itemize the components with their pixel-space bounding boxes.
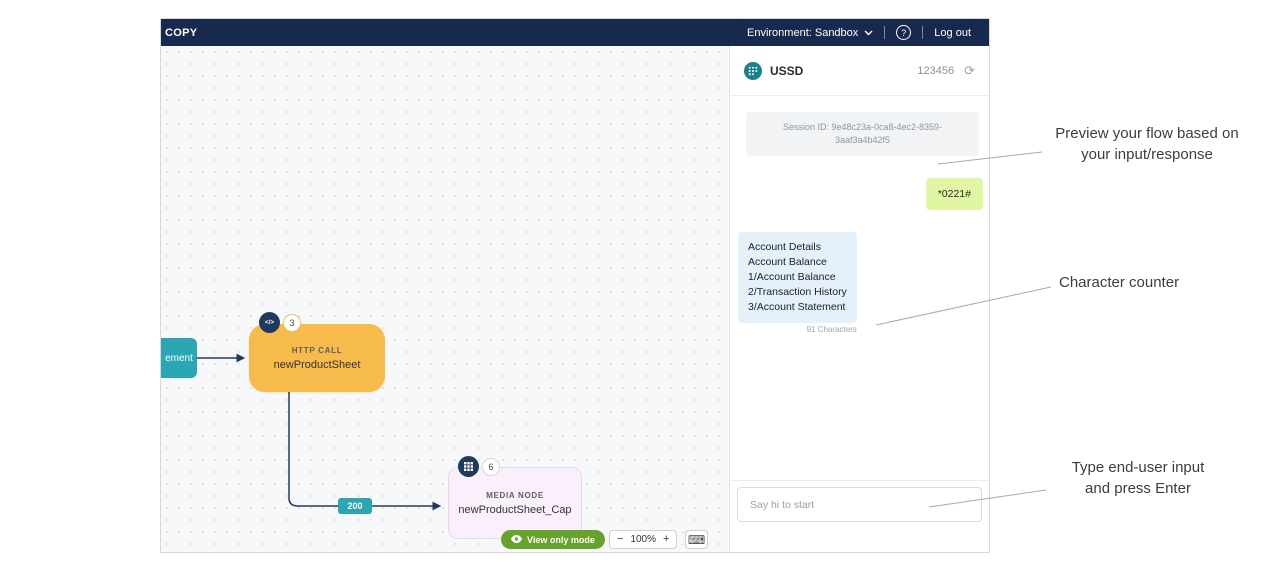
code-icon: </>	[259, 312, 280, 333]
response-line: 1/Account Balance	[748, 271, 836, 283]
annotation-input-note: Type end-user input and press Enter	[1071, 459, 1205, 497]
http-node-count: 3	[289, 318, 295, 328]
media-node-name: newProductSheet_Cap	[458, 503, 572, 516]
flow-node-http-call[interactable]: HTTP CALL newProductSheet	[249, 324, 385, 392]
annotation-preview-note: Preview your flow based on your input/re…	[1055, 125, 1239, 163]
flow-node-statement[interactable]: ement	[161, 338, 197, 378]
chat-messages: Session ID: 9e48c23a-0ca8-4ec2-8359- 3aa…	[730, 112, 989, 334]
flow-edges	[197, 353, 442, 511]
preview-panel: USSD 123456 ⟳ Session ID: 9e48c23a-0ca8-…	[729, 46, 989, 552]
topbar-right-group: Environment: Sandbox ? Log out	[747, 25, 971, 40]
media-node-count-badge: 6	[482, 458, 500, 476]
zoom-in-button[interactable]: +	[663, 533, 670, 545]
environment-selector[interactable]: Environment: Sandbox	[747, 27, 873, 39]
response-line: Account Details	[748, 241, 821, 253]
view-only-mode-label: View only mode	[527, 534, 595, 545]
chat-input-area	[730, 480, 989, 552]
annotation-character-counter-note: Character counter	[1059, 274, 1180, 291]
response-line: 2/Transaction History	[748, 286, 847, 298]
chat-input[interactable]	[737, 487, 982, 522]
flow-name-label: COPY	[165, 26, 198, 39]
app-body: ement HTTP CALL newProductSheet </> 3 ME…	[161, 46, 989, 552]
flow-edge	[288, 392, 442, 511]
chevron-down-icon	[864, 27, 873, 39]
preview-panel-title: USSD	[770, 63, 804, 78]
refresh-icon: ⟳	[964, 63, 975, 78]
http-node-type-label: HTTP CALL	[291, 345, 343, 355]
flow-canvas[interactable]: ement HTTP CALL newProductSheet </> 3 ME…	[161, 46, 729, 552]
session-id-line1: Session ID: 9e48c23a-0ca8-4ec2-8359-	[782, 122, 943, 132]
refresh-button[interactable]: ⟳	[964, 64, 975, 77]
session-id-box: Session ID: 9e48c23a-0ca8-4ec2-8359- 3aa…	[746, 112, 979, 156]
session-id-line2: 3aaf3a4b42f5	[834, 135, 891, 145]
logout-button[interactable]: Log out	[934, 26, 971, 39]
app-window: COPY Environment: Sandbox ? Log out	[160, 18, 990, 553]
response-message-bubble: Account Details Account Balance 1/Accoun…	[738, 232, 857, 323]
topbar-divider	[922, 26, 924, 39]
media-node-type-label: MEDIA NODE	[486, 490, 544, 500]
preview-panel-header: USSD 123456 ⟳	[730, 46, 989, 96]
top-bar: COPY Environment: Sandbox ? Log out	[161, 19, 989, 46]
http-node-count-badge: 3	[283, 314, 301, 332]
zoom-control: − 100% +	[609, 530, 678, 549]
environment-label: Environment: Sandbox	[747, 26, 859, 39]
help-icon: ?	[901, 27, 907, 38]
shortcode-label: 123456	[917, 64, 955, 77]
character-counter: 91 Characters	[806, 325, 857, 334]
response-line: 3/Account Statement	[748, 301, 846, 313]
media-node-count: 6	[488, 462, 494, 472]
help-button[interactable]: ?	[896, 25, 912, 40]
keyboard-icon: ⌨	[687, 532, 706, 547]
keyboard-shortcuts-button[interactable]: ⌨	[685, 530, 708, 549]
edge-label-200: 200	[338, 498, 372, 514]
response-line: Account Balance	[748, 256, 827, 268]
http-node-name: newProductSheet	[273, 358, 361, 371]
topbar-divider	[884, 26, 886, 39]
response-message-group: Account Details Account Balance 1/Accoun…	[738, 232, 857, 334]
code-icon-glyph: </>	[264, 319, 275, 326]
ussd-dialpad-icon	[744, 61, 762, 80]
user-message-bubble: *0221#	[925, 178, 983, 210]
statement-node-label: ement	[165, 352, 193, 364]
zoom-out-button[interactable]: −	[617, 533, 624, 545]
media-grid-icon	[458, 456, 479, 477]
view-only-mode-button[interactable]: View only mode	[501, 530, 605, 549]
zoom-level-label: 100%	[630, 534, 657, 545]
eye-icon	[511, 534, 522, 545]
flow-node-media[interactable]: MEDIA NODE newProductSheet_Cap	[448, 467, 582, 539]
